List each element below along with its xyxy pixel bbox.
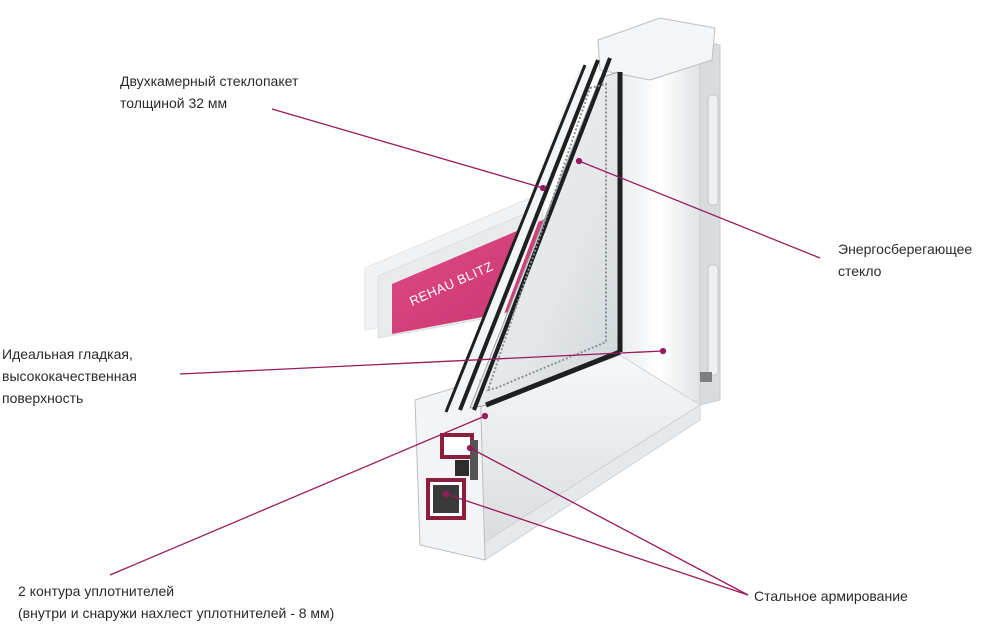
- callout-seals: 2 контура уплотнителей (внутри и снаружи…: [18, 580, 334, 624]
- callout-glass-unit: Двухкамерный стеклопакет толщиной 32 мм: [120, 70, 298, 114]
- callout-surface-line2: высококачественная: [2, 368, 137, 384]
- window-frame: [414, 17, 721, 561]
- callout-surface-line1: Идеальная гладкая,: [2, 346, 133, 362]
- callout-lines: [109, 108, 821, 596]
- callout-steel: Стальное армирование: [754, 585, 908, 607]
- callout-line-seals: [109, 415, 486, 576]
- callout-energy-glass-line2: стекло: [838, 263, 882, 279]
- callout-line-steel-1: [469, 447, 749, 596]
- callout-line-glass: [271, 108, 544, 189]
- callout-seals-line1: 2 контура уплотнителей: [18, 583, 175, 599]
- callout-glass-unit-line2: толщиной 32 мм: [120, 95, 228, 111]
- callout-surface-line3: поверхность: [2, 390, 84, 406]
- callout-energy-glass-line1: Энергосберегающее: [838, 241, 973, 257]
- callout-glass-unit-line1: Двухкамерный стеклопакет: [120, 73, 299, 89]
- callout-energy-glass: Энергосберегающее стекло: [838, 238, 972, 282]
- callout-seals-line2: (внутри и снаружи нахлест уплотнителей -…: [18, 605, 335, 621]
- callout-steel-line1: Стальное армирование: [754, 588, 908, 604]
- callout-line-surface: [179, 350, 664, 375]
- callout-line-energy: [578, 160, 821, 259]
- callout-line-steel-2: [445, 493, 749, 596]
- callout-surface: Идеальная гладкая, высококачественная по…: [2, 343, 137, 409]
- glass-unit: [444, 57, 623, 413]
